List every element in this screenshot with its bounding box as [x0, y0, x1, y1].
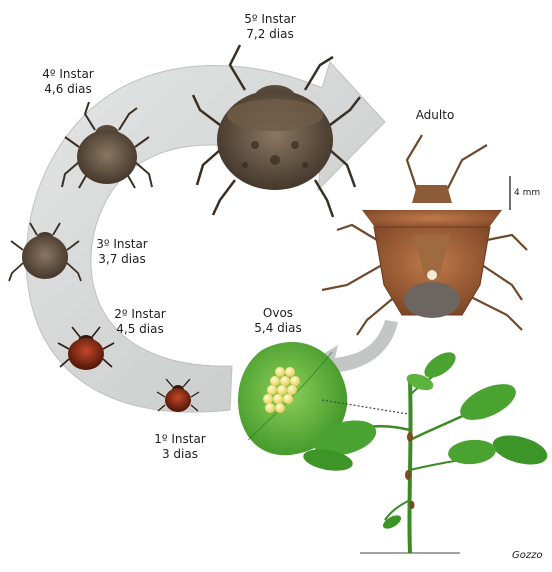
instar5-name: 5º Instar: [240, 12, 300, 27]
instar2-name: 2º Instar: [110, 307, 170, 322]
instar2-duration: 4,5 dias: [110, 322, 170, 337]
adult-name: Adulto: [405, 108, 465, 123]
instar3-name: 3º Instar: [92, 237, 152, 252]
instar4-name: 4º Instar: [38, 67, 98, 82]
adult-bug: [322, 135, 527, 335]
instar4-label: 4º Instar 4,6 dias: [38, 67, 98, 97]
instar1-name: 1º Instar: [150, 432, 210, 447]
instar1-label: 1º Instar 3 dias: [150, 432, 210, 462]
instar4-duration: 4,6 dias: [38, 82, 98, 97]
eggs-name: Ovos: [248, 306, 308, 321]
instar5-label: 5º Instar 7,2 dias: [240, 12, 300, 42]
instar1-duration: 3 dias: [150, 447, 210, 462]
scale-bar-label: 4 mm: [514, 188, 540, 198]
instar3-label: 3º Instar 3,7 dias: [92, 237, 152, 267]
eggs-duration: 5,4 dias: [248, 321, 308, 336]
artist-signature: Gozzo: [512, 550, 542, 561]
adult-label: Adulto: [405, 108, 465, 123]
instar5-duration: 7,2 dias: [240, 27, 300, 42]
instar2-label: 2º Instar 4,5 dias: [110, 307, 170, 337]
eggs-label: Ovos 5,4 dias: [248, 306, 308, 336]
instar3-duration: 3,7 dias: [92, 252, 152, 267]
